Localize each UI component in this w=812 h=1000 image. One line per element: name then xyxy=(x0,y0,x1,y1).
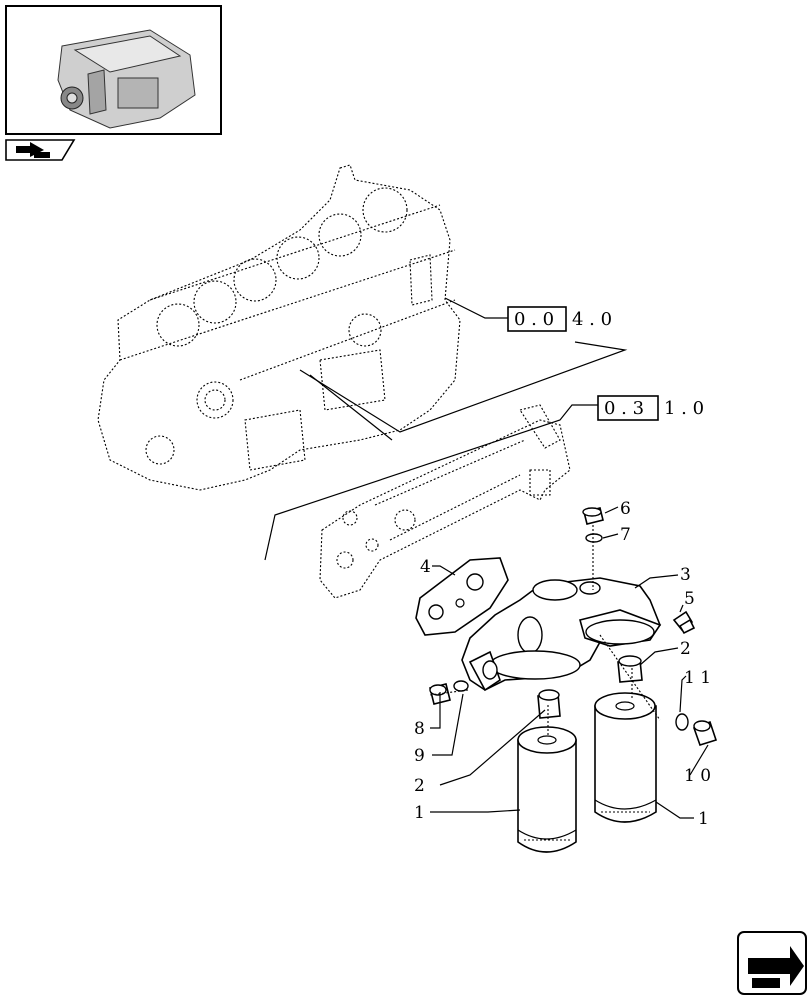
bolt-5 xyxy=(672,610,696,635)
callout-6: 6 xyxy=(620,499,631,519)
filter-head xyxy=(461,577,662,692)
washer-7 xyxy=(585,533,603,543)
callout-4: 4 xyxy=(420,557,431,577)
reference-boxed-text: 0 . 0 xyxy=(514,309,554,330)
reference-0-31-0[interactable]: 0 . 3 1 . 0 xyxy=(597,395,704,421)
reference-0-04-0[interactable]: 0 . 0 4 . 0 xyxy=(507,306,612,332)
callout-8: 8 xyxy=(414,719,425,739)
back-arrow-icon xyxy=(16,142,50,158)
callout-1-left: 1 xyxy=(414,803,425,823)
oil-cooler xyxy=(319,404,571,599)
washer-9 xyxy=(453,680,469,692)
thumbnail-frame[interactable] xyxy=(5,5,222,135)
reference-rest-text: 4 . 0 xyxy=(572,309,612,330)
callout-11: 1 1 xyxy=(684,668,711,688)
reference-rest-text: 1 . 0 xyxy=(664,398,704,419)
next-arrow-icon xyxy=(748,946,804,988)
filter-cartridge-right xyxy=(594,692,657,823)
filter-cartridge-left xyxy=(517,726,577,853)
callout-9: 9 xyxy=(414,746,425,766)
next-page-button[interactable] xyxy=(737,931,807,995)
engine-thumbnail xyxy=(57,29,196,129)
callout-7: 7 xyxy=(620,525,631,545)
reference-boxed-text: 0 . 3 xyxy=(604,398,644,419)
callout-2-right: 2 xyxy=(680,639,691,659)
engine-block xyxy=(97,164,461,491)
gasket xyxy=(415,557,509,636)
section-tab[interactable] xyxy=(5,139,76,161)
callout-10: 1 0 xyxy=(684,766,711,786)
callout-1-right: 1 xyxy=(698,809,709,829)
plug-10 xyxy=(692,720,718,746)
washer-11 xyxy=(675,713,689,731)
callout-3: 3 xyxy=(680,565,691,585)
plug-6 xyxy=(582,507,604,525)
callout-2-left: 2 xyxy=(414,776,425,796)
callout-5: 5 xyxy=(684,589,695,609)
